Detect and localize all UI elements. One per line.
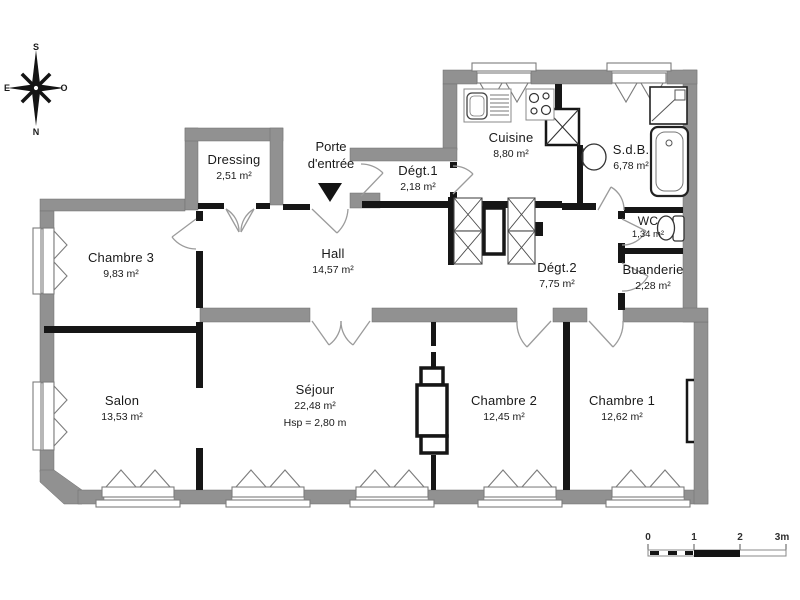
scale-tick-1: 1	[691, 532, 697, 543]
chimney-breast	[415, 366, 449, 455]
washbasin-icon	[581, 143, 607, 171]
room-label-hall: Hall 14,57 m²	[312, 246, 354, 277]
room-label-wc: WC 1,34 m²	[631, 214, 665, 241]
room-label-sejour: Séjour 22,48 m² Hsp = 2,80 m	[283, 382, 347, 429]
exterior-walls	[39, 69, 709, 505]
scale-tick-3: 3m	[774, 532, 790, 543]
room-label-degt1: Dégt.1 2,18 m²	[398, 163, 438, 194]
windows	[32, 62, 691, 508]
room-label-chambre1: Chambre 1 12,62 m²	[588, 393, 656, 424]
ceiling-height-note: Hsp = 2,80 m	[283, 416, 347, 429]
compass-north-label: N	[32, 127, 40, 137]
radiator-icon	[685, 378, 694, 444]
scale-bar	[647, 544, 787, 557]
room-label-chambre2: Chambre 2 12,45 m²	[470, 393, 538, 424]
room-label-degt2: Dégt.2 7,75 m²	[537, 260, 577, 291]
room-label-dressing: Dressing 2,51 m²	[207, 152, 261, 183]
shower-icon	[649, 86, 688, 125]
room-label-salon: Salon 13,53 m²	[101, 393, 143, 424]
compass-east-label: E	[3, 83, 11, 93]
scale-tick-0: 0	[645, 532, 651, 543]
compass-west-label: O	[60, 83, 68, 93]
stove-icon	[525, 88, 555, 121]
room-label-cuisine: Cuisine 8,80 m²	[488, 130, 534, 161]
bathtub-icon	[649, 125, 690, 198]
room-label-sdb: S.d.B. 6,78 m²	[612, 142, 650, 173]
interior-walls	[44, 84, 683, 490]
toilet-icon	[656, 215, 685, 242]
room-label-chambre3: Chambre 3 9,83 m²	[87, 250, 155, 281]
compass-south-label: S	[32, 42, 40, 52]
kitchen-sink-icon	[463, 88, 512, 123]
room-label-buanderie: Buanderie 2,28 m²	[622, 262, 684, 293]
entrance-label: Porte d'entrée	[307, 139, 355, 171]
entrance-arrow-icon	[318, 183, 342, 202]
scale-tick-2: 2	[737, 532, 743, 543]
doors	[171, 163, 649, 348]
compass-rose-icon	[8, 50, 64, 126]
duct	[482, 206, 506, 256]
